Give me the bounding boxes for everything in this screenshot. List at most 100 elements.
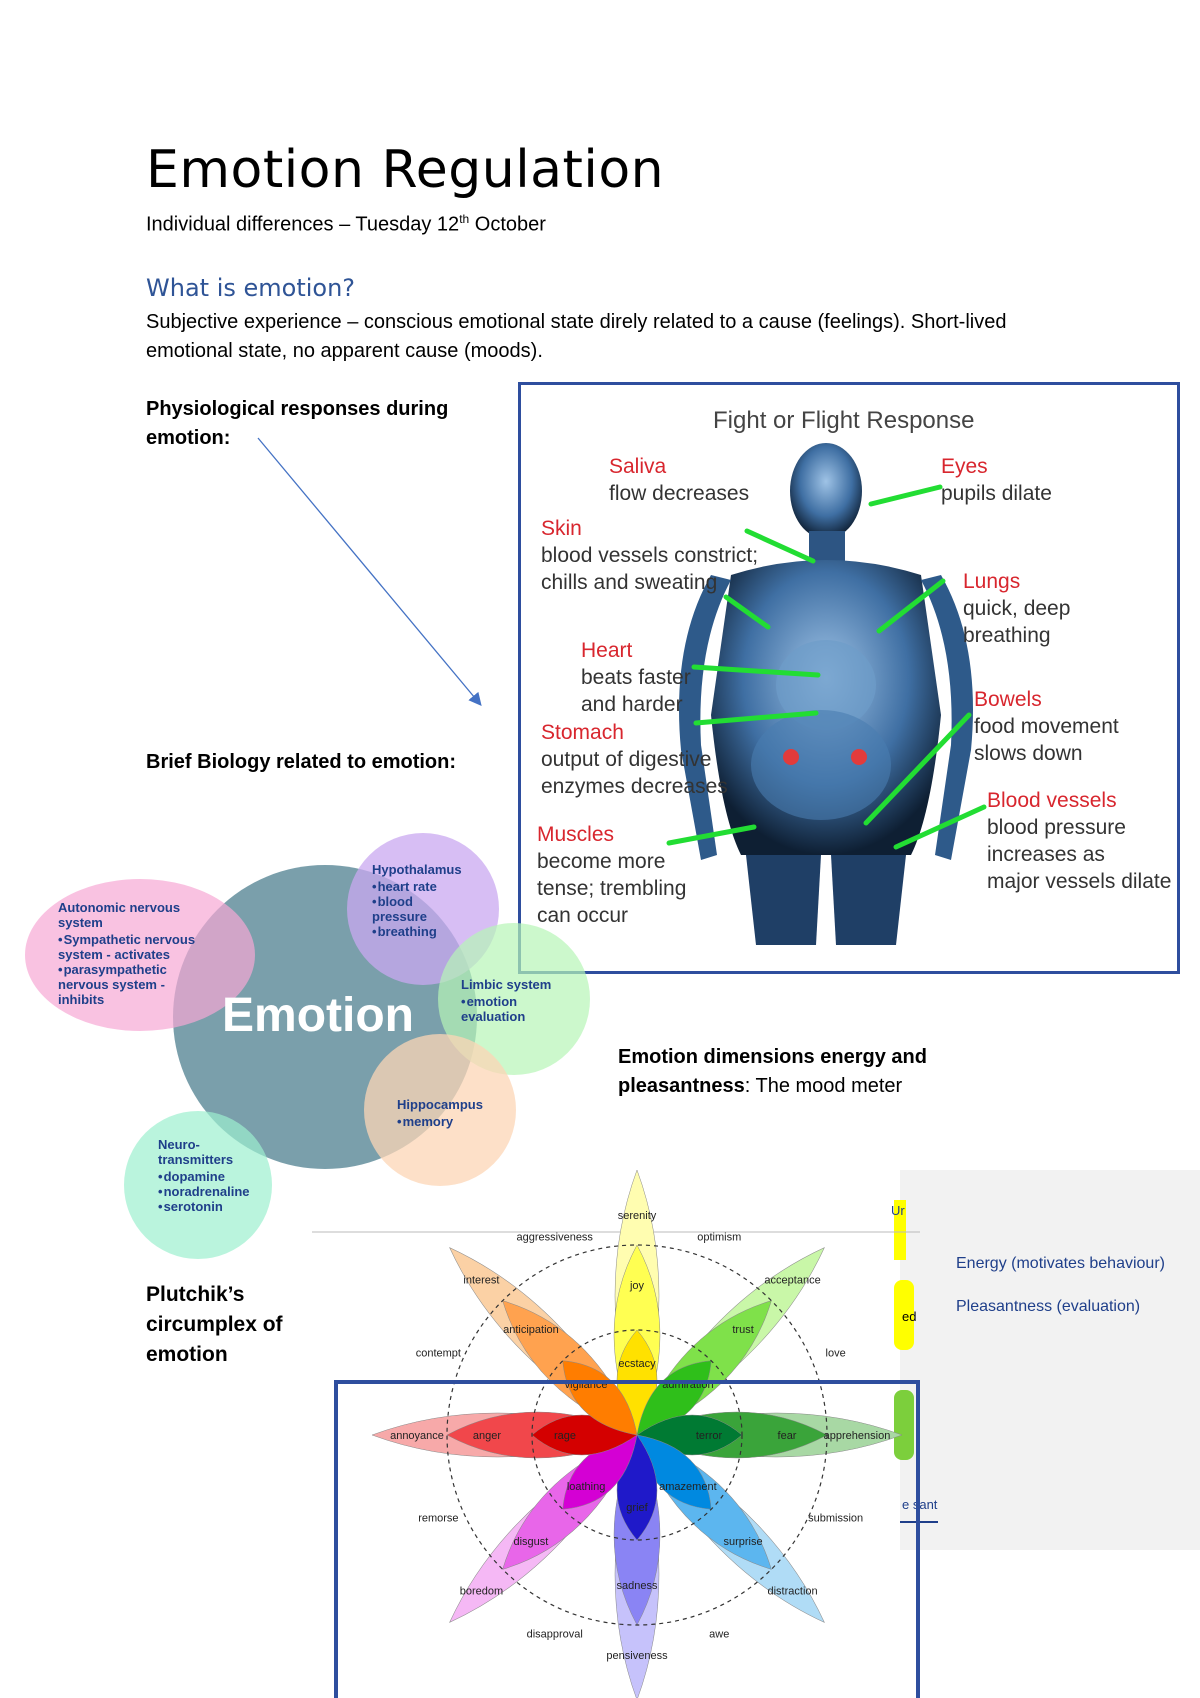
dimensions-label-rest: : The mood meter bbox=[744, 1075, 903, 1097]
fof-item-saliva: Saliva flow decreases bbox=[609, 453, 749, 507]
fof-item-blood-vessels: Blood vessels blood pressure increases a… bbox=[987, 787, 1171, 895]
plutchik-petal bbox=[371, 1411, 638, 1459]
plutchik-emotion-label: fear bbox=[778, 1430, 797, 1442]
plutchik-petal bbox=[636, 1247, 825, 1436]
fight-flight-figure: Fight or Flight Response bbox=[518, 382, 1180, 974]
plutchik-emotion-label: acceptance bbox=[764, 1274, 820, 1286]
fight-flight-title: Fight or Flight Response bbox=[713, 407, 975, 434]
plutchik-emotion-label: trust bbox=[732, 1324, 753, 1336]
fof-bowels-name: Bowels bbox=[974, 688, 1042, 711]
plutchik-dyad-label: submission bbox=[808, 1512, 863, 1524]
fof-eyes-line: pupils dilate bbox=[941, 482, 1052, 505]
plutchik-petal bbox=[613, 1434, 661, 1698]
plutchik-emotion-label: pensiveness bbox=[606, 1650, 668, 1662]
plutchik-dyad-label: optimism bbox=[697, 1231, 741, 1243]
section-paragraph: Subjective experience – conscious emotio… bbox=[146, 311, 1007, 362]
plutchik-emotion-label: rage bbox=[554, 1430, 576, 1442]
biology-label: Brief Biology related to emotion: bbox=[146, 751, 457, 773]
fof-heart-line2: and harder bbox=[581, 693, 683, 716]
fof-item-muscles: Muscles become more tense; trembling can… bbox=[537, 821, 686, 929]
fof-saliva-name: Saliva bbox=[609, 455, 667, 478]
fof-stomach-line1: output of digestive bbox=[541, 748, 712, 771]
venn-hypothalamus-item: heart rate bbox=[372, 879, 462, 894]
fof-eyes-name: Eyes bbox=[941, 455, 988, 478]
mood-meter-fragment bbox=[894, 1170, 1200, 1550]
fof-blood-vessels-line2: increases as bbox=[987, 843, 1105, 866]
mood-meter-fragment-text: ed bbox=[902, 1309, 917, 1324]
fof-item-bowels: Bowels food movement slows down bbox=[974, 686, 1119, 767]
fof-skin-name: Skin bbox=[541, 517, 582, 540]
plutchik-emotion-label: terror bbox=[696, 1430, 723, 1442]
venn-hypothalamus: Hypothalamus heart rate blood pressure b… bbox=[372, 862, 462, 939]
page-subtitle: Individual differences – Tuesday 12th Oc… bbox=[146, 212, 546, 237]
plutchik-wheel: serenityjoyecstacyacceptancetrustadmirat… bbox=[312, 1170, 920, 1698]
venn-hippocampus-item: memory bbox=[397, 1114, 483, 1129]
mood-meter-pleasantness: Pleasantness (evaluation) bbox=[956, 1298, 1141, 1315]
fof-lungs-name: Lungs bbox=[963, 570, 1021, 593]
fof-skin-line2: chills and sweating bbox=[541, 571, 718, 594]
fof-item-skin: Skin blood vessels constrict; chills and… bbox=[541, 515, 758, 596]
dimensions-label-bold: Emotion dimensions energy and pleasantne… bbox=[618, 1046, 927, 1097]
plutchik-emotion-label: boredom bbox=[460, 1586, 503, 1598]
fof-bowels-line2: slows down bbox=[974, 742, 1083, 765]
fof-saliva-line: flow decreases bbox=[609, 482, 750, 505]
plutchik-emotion-label: sadness bbox=[617, 1580, 658, 1592]
venn-hypothalamus-item: blood pressure bbox=[372, 894, 442, 924]
body-illustration bbox=[666, 443, 987, 945]
fof-heart-line1: beats faster bbox=[581, 666, 691, 689]
dimensions-label: Emotion dimensions energy and pleasantne… bbox=[618, 1043, 958, 1101]
plutchik-dyad-label: contempt bbox=[416, 1348, 461, 1360]
page-title: Emotion Regulation bbox=[146, 140, 665, 200]
section-heading: What is emotion? bbox=[146, 274, 356, 302]
plutchik-emotion-label: distraction bbox=[767, 1586, 817, 1598]
arrow-connector bbox=[257, 437, 482, 706]
fof-muscles-line2: tense; trembling bbox=[537, 877, 687, 900]
subtitle-month: October bbox=[469, 213, 546, 236]
venn-limbic-title: Limbic system bbox=[461, 977, 552, 992]
venn-autonomic-item: Sympathetic nervous system - activates bbox=[58, 932, 218, 962]
plutchik-emotion-label: amazement bbox=[659, 1481, 716, 1493]
venn-neurotransmitters-item: dopamine bbox=[158, 1169, 250, 1184]
venn-limbic: Limbic system emotion evaluation bbox=[461, 977, 551, 1024]
plutchik-dyad-label: remorse bbox=[418, 1512, 458, 1524]
venn-hippocampus-title: Hippocampus bbox=[397, 1097, 483, 1112]
plutchik-dyad-label: love bbox=[826, 1348, 846, 1360]
fof-item-heart: Heart beats faster and harder bbox=[581, 637, 691, 718]
plutchik-emotion-label: disgust bbox=[514, 1536, 549, 1548]
venn-autonomic: Autonomic nervous system Sympathetic ner… bbox=[58, 900, 218, 1007]
fof-lungs-line1: quick, deep bbox=[963, 597, 1071, 620]
fof-item-lungs: Lungs quick, deep breathing bbox=[963, 568, 1070, 649]
plutchik-emotion-label: joy bbox=[629, 1280, 645, 1292]
plutchik-emotion-label: surprise bbox=[724, 1536, 763, 1548]
fof-blood-vessels-line1: blood pressure bbox=[987, 816, 1126, 839]
fof-stomach-line2: enzymes decreases bbox=[541, 775, 728, 798]
mood-meter-energy: Energy (motivates behaviour) bbox=[956, 1255, 1165, 1272]
fof-item-eyes: Eyes pupils dilate bbox=[941, 453, 1052, 507]
venn-neurotransmitters-item: noradrenaline bbox=[158, 1184, 250, 1199]
plutchik-dyad-label: aggressiveness bbox=[517, 1231, 594, 1243]
fof-bowels-line1: food movement bbox=[974, 715, 1119, 738]
venn-limbic-item: emotion evaluation bbox=[461, 994, 541, 1024]
venn-autonomic-title: Autonomic nervous system bbox=[58, 900, 181, 930]
plutchik-emotion-label: anticipation bbox=[503, 1324, 559, 1336]
plutchik-petal bbox=[636, 1434, 825, 1623]
plutchik-petal bbox=[449, 1247, 638, 1436]
fof-heart-name: Heart bbox=[581, 639, 633, 662]
fof-item-stomach: Stomach output of digestive enzymes decr… bbox=[541, 719, 728, 800]
fof-muscles-name: Muscles bbox=[537, 823, 615, 846]
fof-lungs-line2: breathing bbox=[963, 624, 1051, 647]
mood-meter-fragment-text: Ur bbox=[891, 1203, 905, 1218]
plutchik-emotion-label: annoyance bbox=[390, 1430, 444, 1442]
plutchik-petal bbox=[449, 1434, 638, 1623]
fof-stomach-name: Stomach bbox=[541, 721, 624, 744]
plutchik-emotion-label: anger bbox=[473, 1430, 501, 1442]
plutchik-emotion-label: ecstacy bbox=[618, 1358, 656, 1370]
plutchik-emotion-label: loathing bbox=[567, 1481, 606, 1493]
fof-muscles-line1: become more bbox=[537, 850, 666, 873]
venn-hippocampus: Hippocampus memory bbox=[397, 1097, 483, 1129]
plutchik-emotion-label: serenity bbox=[618, 1210, 657, 1222]
venn-hypothalamus-item: breathing bbox=[372, 924, 462, 939]
plutchik-emotion-label: grief bbox=[626, 1502, 648, 1514]
subtitle-text: Individual differences – Tuesday 12 bbox=[146, 213, 460, 236]
fof-blood-vessels-line3: major vessels dilate bbox=[987, 870, 1172, 893]
